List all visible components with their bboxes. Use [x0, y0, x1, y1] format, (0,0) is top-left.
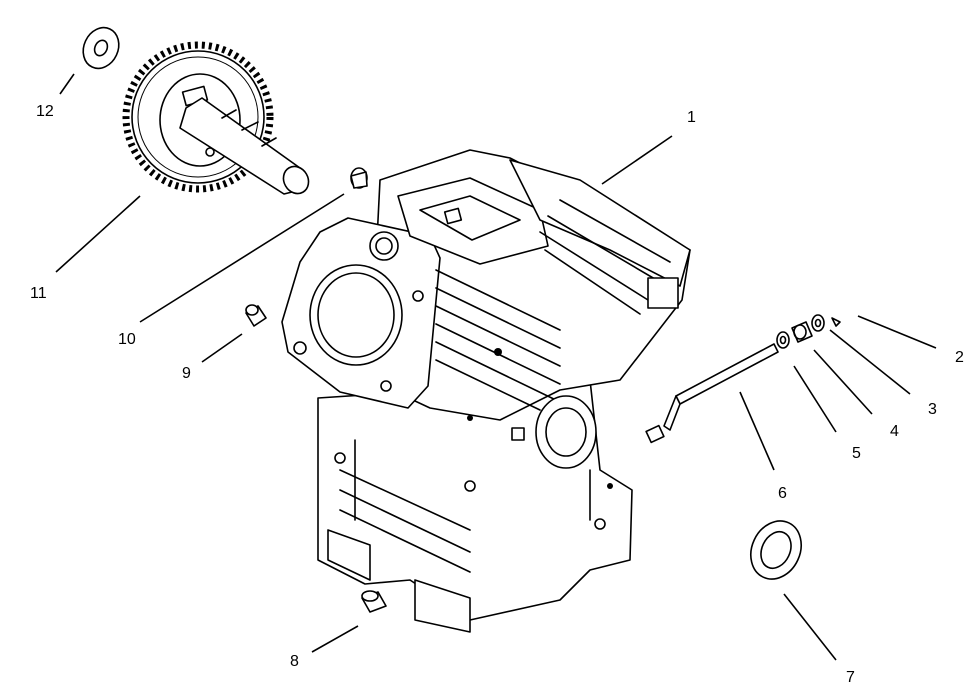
leader-3	[829, 329, 911, 395]
part-7-oil-seal	[750, 520, 802, 580]
callout-8: 8	[290, 653, 299, 670]
callout-6: 6	[778, 485, 787, 502]
leader-7	[783, 593, 837, 661]
part-2-retaining-clip	[831, 317, 841, 327]
callout-7: 7	[846, 669, 855, 686]
part-11-camshaft-gear	[122, 41, 310, 195]
leader-10	[139, 193, 345, 323]
callout-2: 2	[955, 349, 964, 366]
part-3-washer	[811, 314, 825, 332]
part-9-dowel-pin	[245, 304, 267, 327]
callout-3: 3	[928, 401, 937, 418]
leader-lines	[55, 73, 937, 661]
callout-5: 5	[852, 445, 861, 462]
callout-4: 4	[890, 423, 899, 440]
part-6-governor-shaft	[645, 343, 779, 444]
callout-12: 12	[36, 103, 54, 120]
leader-6	[739, 391, 775, 471]
leader-1	[601, 135, 673, 185]
part-10-plug	[350, 167, 368, 189]
leader-8	[311, 625, 359, 653]
part-1-crankcase	[281, 149, 691, 633]
part-8-drain-plug	[361, 590, 387, 613]
callout-1: 1	[687, 109, 696, 126]
leader-4	[813, 349, 873, 415]
leader-5	[793, 365, 837, 433]
leader-2	[857, 315, 937, 349]
callout-9: 9	[182, 365, 191, 382]
part-4-bushing	[791, 321, 813, 343]
callout-labels: 1 2 3 4 5 6 7 8 9 10 11 12	[30, 103, 964, 686]
part-5-washer	[776, 331, 790, 349]
callout-11: 11	[30, 285, 47, 302]
part-12-shim-washer	[82, 26, 120, 70]
leader-11	[55, 195, 141, 273]
leader-9	[201, 333, 243, 363]
leader-12	[59, 73, 75, 95]
callout-10: 10	[118, 331, 136, 348]
